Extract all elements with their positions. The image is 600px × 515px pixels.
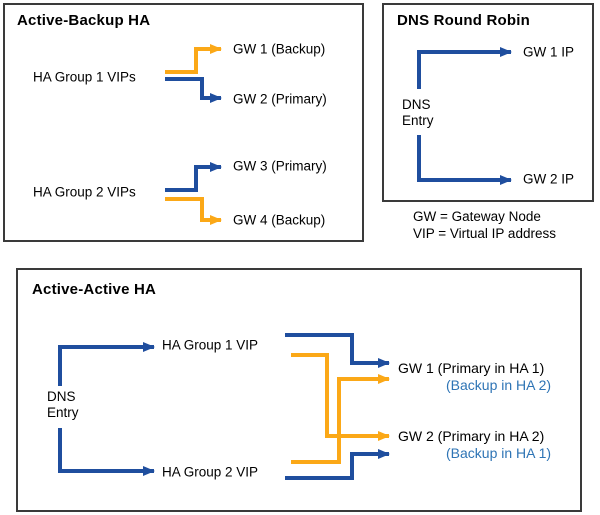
dns-round-robin-title: DNS Round Robin <box>397 12 530 29</box>
gw1-primary-ha1-label: GW 1 (Primary in HA 1) <box>398 360 545 376</box>
dns-entry-label: DNS Entry <box>402 97 434 129</box>
active-active-title: Active-Active HA <box>32 281 157 298</box>
ha-group1-vip-label: HA Group 1 VIP <box>162 337 259 353</box>
dns-entry-label-aa: DNS Entry <box>47 389 79 421</box>
legend-vip-line: VIP = Virtual IP address <box>413 225 556 241</box>
ha-group1-vips-label: HA Group 1 VIPs <box>33 69 136 85</box>
dns-entry-aa-line2: Entry <box>47 405 79 420</box>
gw4-backup-label: GW 4 (Backup) <box>233 212 326 228</box>
dns-entry-aa-line1: DNS <box>47 389 76 404</box>
legend: GW = Gateway Node VIP = Virtual IP addre… <box>413 209 556 242</box>
gw2-primary-label: GW 2 (Primary) <box>233 91 327 107</box>
ha-group2-vips-label: HA Group 2 VIPs <box>33 184 136 200</box>
active-backup-box <box>3 3 364 242</box>
dns-entry-line1: DNS <box>402 97 431 112</box>
gw2-ip-label: GW 2 IP <box>523 171 575 187</box>
gw1-ip-label: GW 1 IP <box>523 44 575 60</box>
gw3-primary-label: GW 3 (Primary) <box>233 158 327 174</box>
gw1-backup-label: GW 1 (Backup) <box>233 41 326 57</box>
active-backup-title: Active-Backup HA <box>17 12 151 29</box>
dns-entry-line2: Entry <box>402 113 434 128</box>
active-active-box <box>16 268 582 512</box>
ha-group2-vip-label: HA Group 2 VIP <box>162 464 259 480</box>
dns-round-robin-box <box>382 3 594 202</box>
gw2-backup-ha1-label: (Backup in HA 1) <box>446 445 552 461</box>
legend-gw-line: GW = Gateway Node <box>413 209 541 224</box>
gw2-primary-ha2-label: GW 2 (Primary in HA 2) <box>398 428 545 444</box>
gw1-backup-ha2-label: (Backup in HA 2) <box>446 377 552 393</box>
